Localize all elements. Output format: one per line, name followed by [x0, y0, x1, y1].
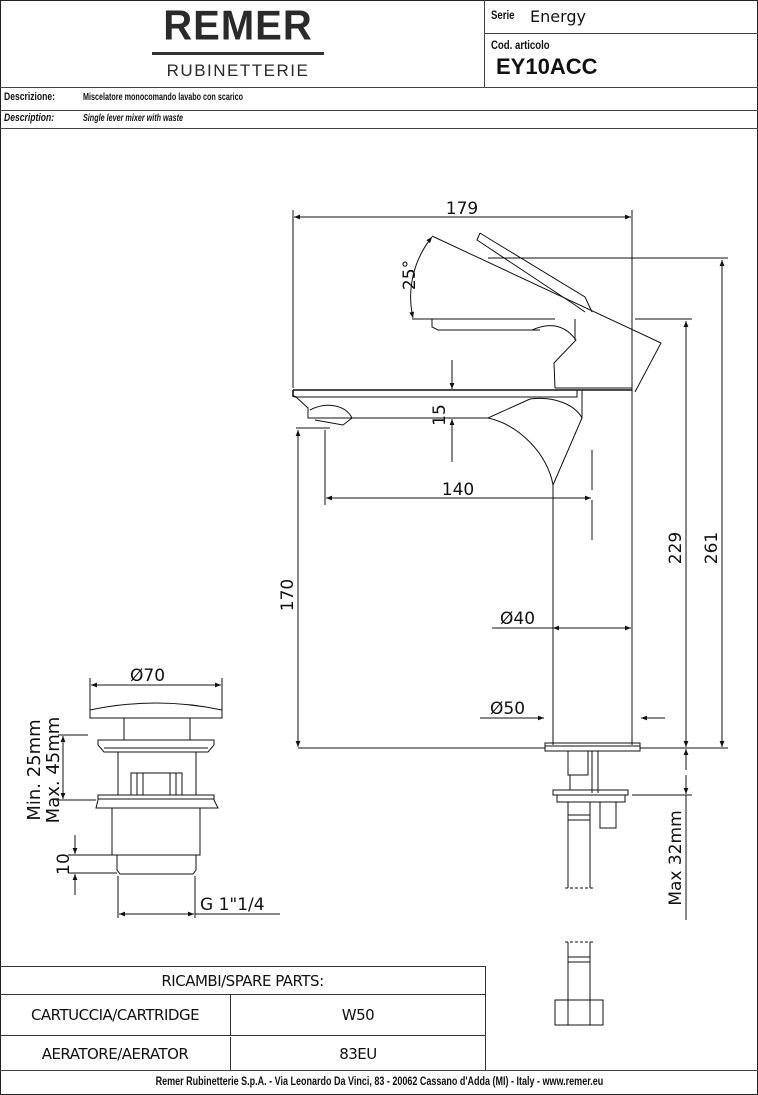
- dim-waste-thread: G 1"1/4: [200, 895, 265, 915]
- row-line: [0, 128, 758, 129]
- spare-part-code: 83EU: [339, 1045, 377, 1063]
- footer-wrap: Remer Rubinetterie S.p.A. - Via Leonardo…: [0, 1074, 758, 1088]
- dim-lever-height: 229: [666, 532, 686, 564]
- header-divider: [484, 0, 485, 87]
- logo-sub: RUBINETTERIE: [166, 61, 310, 80]
- spare-part-code: W50: [231, 995, 485, 1036]
- description-en-label: Description:: [4, 112, 55, 124]
- dim-max-deck: Max 32mm: [666, 810, 686, 905]
- logo-main: REMER: [163, 2, 313, 50]
- code-label: Cod. articolo: [491, 38, 550, 52]
- footer-line: [0, 1070, 758, 1071]
- description-it-label: Descrizione:: [4, 91, 56, 103]
- dim-lever-angle: 25°: [400, 260, 420, 290]
- spare-part-name: CARTUCCIA/CARTRIDGE: [0, 995, 231, 1036]
- description-it-value: Miscelatore monocomando lavabo con scari…: [83, 92, 244, 103]
- footer-address: Remer Rubinetterie S.p.A. - Via Leonardo…: [155, 1074, 603, 1088]
- dim-spout-height: 170: [278, 579, 298, 611]
- row-line: [0, 110, 758, 111]
- spare-parts-title: RICAMBI/SPARE PARTS:: [0, 967, 485, 995]
- dim-spout-clearance: 15: [430, 404, 450, 426]
- code-value: EY10ACC: [496, 54, 598, 79]
- dim-spout-reach: 140: [442, 480, 474, 500]
- dim-waste-diameter: Ø70: [130, 666, 165, 686]
- dimension-lines: 179 25° 15 140 170 229 261 Ø40 Ø50 Max 3…: [278, 199, 728, 920]
- dim-width-total: 179: [446, 199, 478, 219]
- mixer-drawing: [292, 232, 662, 1026]
- dim-body-diameter: Ø40: [500, 609, 535, 629]
- dim-waste-10: 10: [54, 853, 74, 875]
- spare-parts-table: RICAMBI/SPARE PARTS: CARTUCCIA/CARTRIDGE…: [0, 966, 486, 1071]
- dim-base-diameter: Ø50: [490, 699, 525, 719]
- dim-total-height: 261: [702, 532, 722, 564]
- serie-label: Serie: [491, 8, 515, 22]
- header-divider: [484, 33, 758, 34]
- dim-waste-min: Min. 25mm: [24, 719, 45, 820]
- header-bottom-line: [0, 87, 758, 88]
- dim-waste-max: Max. 45mm: [43, 717, 64, 824]
- waste-drawing: Ø70 Min. 25mm Max. 45mm 10 G 1"1/4: [24, 666, 280, 918]
- description-en-value: Single lever mixer with waste: [83, 113, 184, 124]
- brand-logo: REMER RUBINETTERIE: [150, 2, 326, 81]
- logo-rule: [152, 52, 324, 55]
- serie-value: Energy: [530, 7, 587, 26]
- spare-part-name: AERATORE/AERATOR: [0, 1037, 231, 1071]
